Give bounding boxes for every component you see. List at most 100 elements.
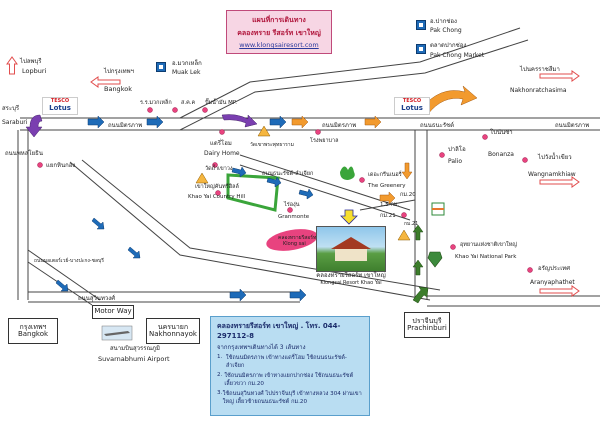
box-bangkok: กรุงเทพฯ Bangkok [8, 318, 58, 344]
arrow-blue-5 [266, 176, 282, 188]
box-prachinburi: ปราจีนบุรี Prachinburi [404, 312, 450, 338]
label-nakhon-th: ไปนครราชสีมา [519, 65, 560, 73]
label-granmonte-en: Granmonte [278, 214, 310, 220]
seven-eleven-icon [431, 202, 445, 216]
info-subheading: จากกรุงเทพฯเดินทางได้ 3 เส้นทาง [217, 344, 306, 351]
lotus-text: Lotus [49, 104, 71, 112]
label-dist: 1.5 กม. [380, 202, 399, 208]
arrow-orange-1 [291, 115, 309, 129]
label-country-en: Khao Yai Country Hill [188, 194, 246, 200]
marker-dairy [219, 129, 225, 135]
label-thanarat-fork: ถนนธนะรัชต์-ลำเจียก [262, 170, 313, 177]
arrow-red-bangkok [90, 76, 121, 88]
box-prachin-th: ปราจีนบุรี [412, 316, 442, 325]
road-suwinthawong [28, 291, 300, 303]
label-motorway-road: ถนนมอเตอร์เวย์-บางปะกง-ชลบุรี [34, 257, 104, 264]
road-diagonal-north [179, 27, 529, 131]
label-park-en: Khao Yai National Park [455, 254, 517, 260]
box-motorway: Motor Way [92, 305, 134, 319]
info-item-num: 1. [217, 354, 223, 360]
label-km20: กม.20 [400, 192, 416, 198]
label-bonanza-th: โบนันซ่า [490, 128, 513, 136]
marker-aranya [527, 267, 533, 273]
arrow-blue-11 [289, 288, 307, 302]
info-item-num: 3. [217, 390, 223, 396]
label-to-bangkok-en: Bangkok [104, 85, 132, 93]
arrows-blue [55, 115, 314, 302]
info-item: 2. ใช้ถนนมิตรภาพ เข้าทางแยกปากช่อง ใช้ถน… [217, 372, 363, 388]
box-nakhonnayok-th: นครนายก [157, 322, 189, 331]
label-aranya-en: Aranyaphathet [530, 279, 575, 286]
label-airport-en: Suvarnabhumi Airport [98, 355, 170, 363]
label-phaholyothin: ถนนพหลโยธิน [5, 149, 43, 157]
resort-photo [316, 226, 386, 272]
label-mittraphap-2: ถนนมิตรภาพ [322, 122, 356, 129]
arrows-red [6, 56, 580, 297]
airplane-icon [101, 325, 133, 341]
park-shield-icon [427, 251, 443, 268]
info-item-text: ใช้ถนนสุวินทวงศ์ ไปปราจีนบุรี เข้าทางหลว… [222, 391, 362, 405]
marker-km21 [401, 212, 407, 218]
arrows-green [412, 224, 429, 304]
label-mp: ปั๊มน้ำมัน MP. [205, 98, 237, 106]
label-palio-th: ปาลิโอ [448, 145, 466, 153]
label-temple2: วัดถ้ำเขาวง [205, 164, 233, 172]
label-dairy-en: Dairy Home [204, 150, 240, 157]
label-saraburi-th: สระบุรี [2, 104, 20, 112]
label-muak-lek-th: อ.มวกเหล็ก [172, 58, 202, 67]
label-market-th: ตลาดปากช่อง [430, 42, 466, 49]
road-pakchong-vertical [414, 130, 428, 300]
road-km20 [359, 199, 416, 211]
label-suwin: ถนนสุวินทวงศ์ [78, 294, 115, 302]
box-nakhonnayok: นครนายก Nakhonnayok [146, 318, 200, 344]
resort-arrow-icon [340, 209, 358, 225]
arrow-orange-big [419, 85, 478, 115]
label-palio-en: Palio [448, 158, 462, 165]
temple-icons [195, 125, 411, 241]
marker-muak-lek-school [147, 107, 153, 113]
pin-icon-pakchong [416, 20, 426, 30]
label-pak-chong-th: อ.ปากช่อง [430, 18, 457, 25]
label-nakhon-en: Nakhonratchasima [510, 87, 567, 94]
marker-greenery [359, 177, 365, 183]
marker-granmonte [287, 207, 293, 213]
pin-icon-market [416, 44, 426, 54]
road-diagonal-south [69, 159, 441, 301]
pin-icon-muaklek [156, 62, 166, 72]
label-mittraphap-1: ถนนมิตรภาพ [108, 122, 142, 129]
label-to-bangkok-th: ไปกรุงเทพฯ [103, 67, 134, 75]
label-pak-chong-en: Pak Chong [430, 27, 462, 34]
arrows-purple [25, 114, 258, 138]
label-wang-th: ไปวังน้ำเขียว [537, 151, 572, 161]
box-prachin-en: Prachinburi [407, 324, 447, 332]
arrow-blue-1 [87, 115, 105, 129]
title-url-link[interactable]: www.klongsairesort.com [239, 41, 319, 49]
label-park-th: อุทยานแห่งชาติเขาใหญ่ [460, 241, 517, 248]
marker-hospital [315, 129, 321, 135]
info-item-text: ใช้ถนนมิตรภาพ เข้าทางแยกปากช่อง ใช้ถนนธน… [224, 373, 354, 387]
tesco-text: TESCO [50, 98, 70, 104]
label-km21-right: กม.21 [404, 221, 418, 227]
label-mittraphap-3: ถนนมิตรภาพ [555, 122, 589, 129]
arrow-blue-2 [146, 115, 164, 129]
label-thanarat: ถนนธนะรัชต์ [420, 121, 454, 129]
marker-wang [522, 157, 528, 163]
road-aranya [427, 295, 600, 307]
label-saraburi-en: Saraburi [2, 119, 28, 126]
label-granmonte-th: ไร่องุ่น [283, 201, 300, 208]
arrow-red-wangnam [539, 176, 580, 188]
road-phaholyothin [17, 130, 29, 300]
info-heading: คลองทรายรีสอร์ท เขาใหญ่ . โทร. 044-29711… [217, 322, 341, 340]
resort-caption-th: คลองทรายรีสอร์ท เขาใหญ่ [316, 272, 386, 279]
resort-caption: คลองทรายรีสอร์ท เขาใหญ่ Klongsai Resort … [306, 270, 396, 286]
lotus-text: Lotus [401, 104, 423, 112]
title-line1: แผนที่การเดินทาง [252, 16, 306, 24]
lake-sub: Klong sai [283, 241, 306, 247]
arrows-orange [291, 85, 478, 205]
marker-country [215, 190, 221, 196]
info-item: 3. ใช้ถนนสุวินทวงศ์ ไปปราจีนบุรี เข้าทาง… [217, 390, 363, 406]
directions-info-box: คลองทรายรีสอร์ท เขาใหญ่ . โทร. 044-29711… [210, 316, 370, 416]
arrow-blue-7 [91, 217, 105, 230]
arrow-green-2 [412, 259, 424, 276]
